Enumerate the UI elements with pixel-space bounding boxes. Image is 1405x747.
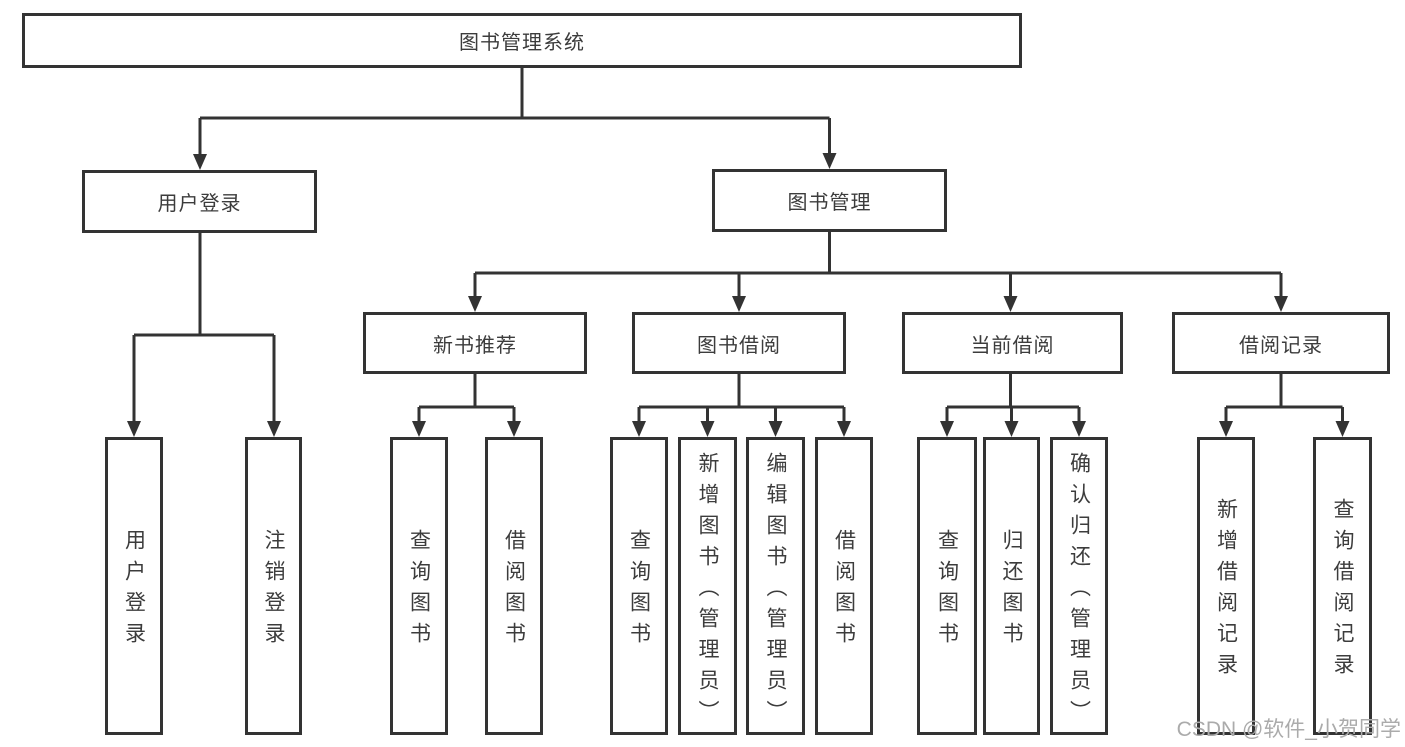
leaf-logout: 注销登录 — [245, 437, 302, 735]
node-current-borrow: 当前借阅 — [902, 312, 1123, 374]
connector-user-login-children — [127, 233, 281, 437]
node-root-system: 图书管理系统 — [22, 13, 1022, 68]
leaf-add-borrow-record: 新增借阅记录 — [1197, 437, 1255, 735]
leaf-edit-books-admin-label: 编辑图书（管理员） — [764, 451, 787, 731]
node-new-book-recommend: 新书推荐 — [363, 312, 587, 374]
leaf-confirm-return-admin-label: 确认归还（管理员） — [1067, 451, 1091, 731]
leaf-borrow-query-books-label: 查询图书 — [627, 529, 651, 653]
connector-book-borrow-children — [632, 374, 851, 437]
connector-borrow-records-children — [1219, 374, 1350, 437]
leaf-add-books-admin: 新增图书（管理员） — [678, 437, 737, 735]
leaf-edit-books-admin: 编辑图书（管理员） — [746, 437, 805, 735]
leaf-return-books-label: 归还图书 — [1000, 529, 1023, 653]
leaf-add-borrow-record-label: 新增借阅记录 — [1214, 498, 1238, 684]
connector-root-to-level2 — [193, 68, 837, 170]
node-root-system-label: 图书管理系统 — [459, 32, 585, 54]
leaf-newrec-borrow-books: 借阅图书 — [485, 437, 543, 735]
node-new-book-recommend-label: 新书推荐 — [433, 334, 517, 357]
leaf-user-login: 用户登录 — [105, 437, 163, 735]
node-borrow-records: 借阅记录 — [1172, 312, 1390, 374]
leaf-newrec-borrow-books-label: 借阅图书 — [502, 529, 526, 653]
csdn-watermark: CSDN @软件_小贺同学 — [1176, 718, 1401, 741]
node-book-management-label: 图书管理 — [787, 192, 872, 214]
leaf-borrow-query-books: 查询图书 — [610, 437, 668, 735]
leaf-borrow-books: 借阅图书 — [815, 437, 873, 735]
leaf-newrec-query-books-label: 查询图书 — [407, 529, 431, 653]
leaf-add-books-admin-label: 新增图书（管理员） — [696, 451, 719, 731]
leaf-confirm-return-admin: 确认归还（管理员） — [1050, 437, 1108, 735]
leaf-query-borrow-record-label: 查询借阅记录 — [1331, 498, 1354, 684]
node-book-borrow-label: 图书借阅 — [697, 334, 781, 357]
leaf-current-query-books: 查询图书 — [917, 437, 977, 735]
leaf-query-borrow-record: 查询借阅记录 — [1313, 437, 1372, 735]
node-borrow-records-label: 借阅记录 — [1239, 334, 1323, 357]
leaf-user-login-label: 用户登录 — [122, 529, 146, 653]
leaf-borrow-books-label: 借阅图书 — [832, 529, 856, 653]
node-current-borrow-label: 当前借阅 — [970, 334, 1055, 357]
node-user-login-label: 用户登录 — [157, 193, 242, 215]
node-user-login: 用户登录 — [82, 170, 317, 233]
leaf-current-query-books-label: 查询图书 — [935, 529, 959, 653]
connector-current-borrow-children — [940, 374, 1086, 437]
leaf-newrec-query-books: 查询图书 — [390, 437, 448, 735]
node-book-management: 图书管理 — [712, 169, 947, 232]
connector-new-book-children — [412, 374, 521, 437]
node-book-borrow: 图书借阅 — [632, 312, 846, 374]
leaf-logout-label: 注销登录 — [262, 529, 285, 653]
connector-book-management-sections — [468, 232, 1288, 312]
leaf-return-books: 归还图书 — [983, 437, 1040, 735]
